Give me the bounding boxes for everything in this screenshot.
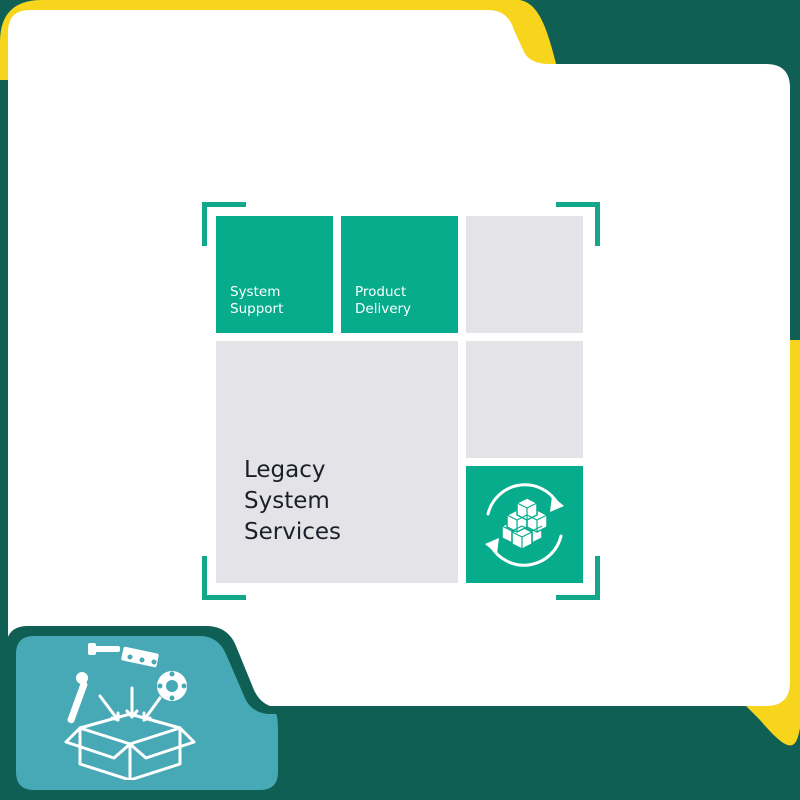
- tile-legacy-label: Legacy System Services: [244, 457, 341, 545]
- tile-empty-top-right: [466, 216, 583, 333]
- tile-system-support: System Support: [216, 216, 333, 333]
- corner-bracket-top-left: [202, 202, 246, 246]
- corner-bracket-bottom-right: [556, 556, 600, 600]
- tile-legacy-system-services: Legacy System Services: [216, 341, 458, 583]
- tile-product-delivery-label: Product Delivery: [355, 284, 412, 317]
- tile-system-support-label: System Support: [230, 284, 284, 317]
- parts-into-box-icon: [64, 643, 196, 780]
- corner-bracket-bottom-left: [202, 556, 246, 600]
- tile-product-delivery: Product Delivery: [341, 216, 458, 333]
- corner-bracket-top-right: [556, 202, 600, 246]
- tile-cycling-boxes: [466, 466, 583, 583]
- tile-empty-middle-right: [466, 341, 583, 458]
- cycling-boxes-icon: [485, 483, 564, 567]
